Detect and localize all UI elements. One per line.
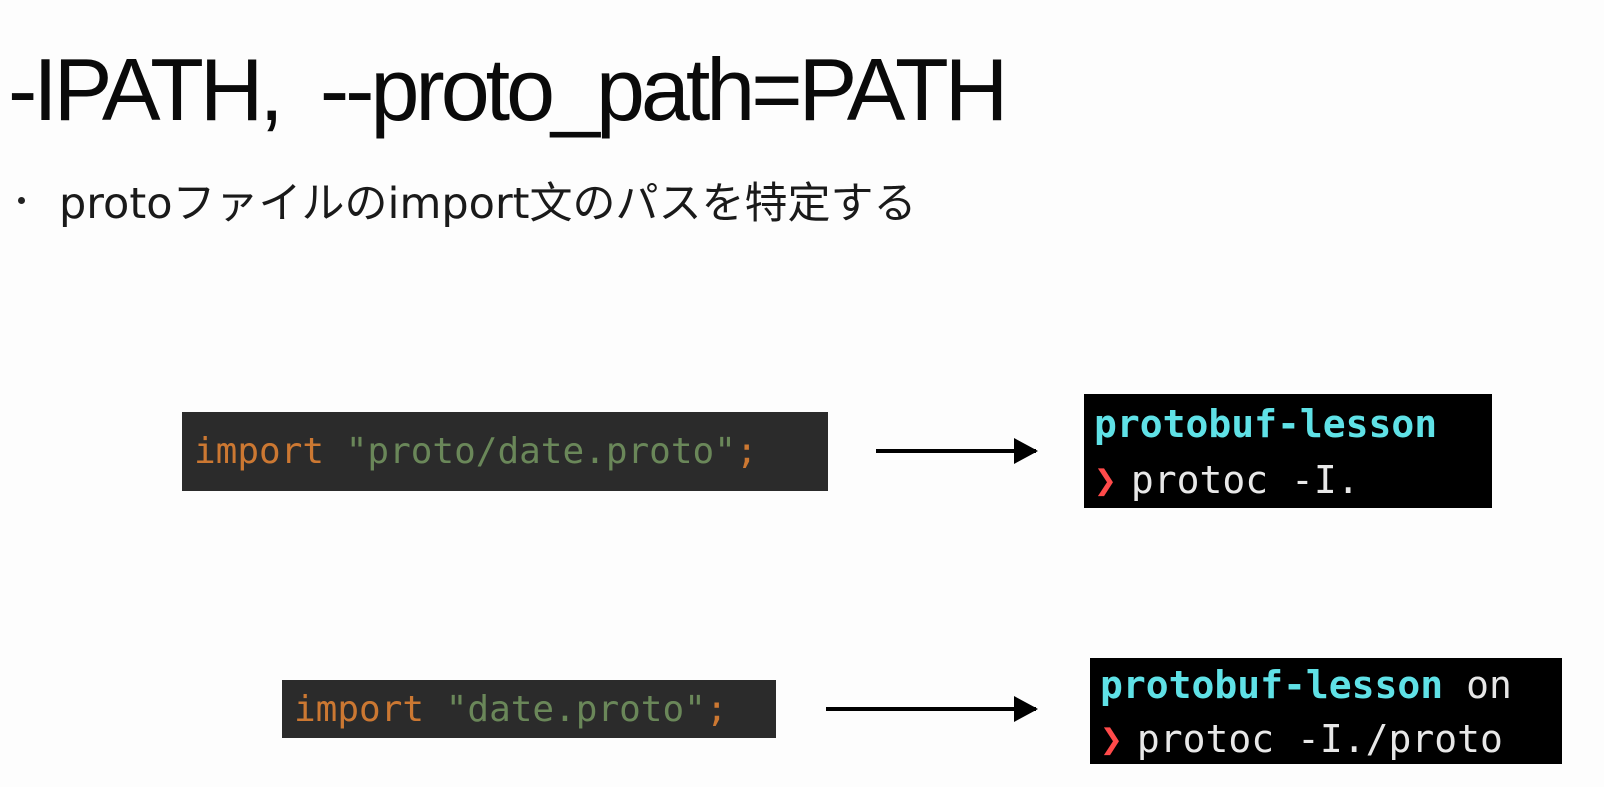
- bullet-dot-icon: [18, 196, 25, 204]
- slide-title: -IPATH, --proto_path=PATH: [8, 30, 1008, 150]
- terminal-directory: protobuf-lesson: [1094, 402, 1438, 446]
- terminal-directory-line: protobuf-lesson: [1094, 396, 1492, 452]
- code-snippet-proto-path: import "proto/date.proto";: [182, 412, 828, 491]
- terminal-directory-line: protobuf-lesson on: [1100, 658, 1562, 712]
- terminal-directory: protobuf-lesson: [1100, 663, 1444, 707]
- code-terminator: ;: [735, 431, 758, 472]
- terminal-directory-suffix: on: [1466, 663, 1512, 707]
- bullet-item: protoファイルのimport文のパスを特定する: [12, 170, 916, 230]
- title-long-flag: --proto_path=PATH: [319, 40, 1008, 139]
- code-keyword: import: [294, 688, 425, 730]
- code-string: "date.proto": [445, 688, 706, 730]
- terminal-command-line: ❯ protoc -I.: [1094, 452, 1492, 508]
- terminal-command: protoc -I./proto: [1136, 717, 1503, 761]
- prompt-chevron-icon: ❯: [1100, 717, 1123, 761]
- terminal-snippet-1: protobuf-lesson ❯ protoc -I.: [1084, 394, 1492, 508]
- code-snippet-date-proto: import "date.proto";: [282, 680, 776, 738]
- terminal-command-line: ❯ protoc -I./proto: [1100, 712, 1562, 764]
- code-keyword: import: [194, 431, 325, 472]
- prompt-chevron-icon: ❯: [1094, 458, 1117, 502]
- bullet-text: protoファイルのimport文のパスを特定する: [59, 179, 917, 229]
- right-arrow-icon: [826, 696, 1038, 722]
- terminal-snippet-2: protobuf-lesson on ❯ protoc -I./proto: [1090, 658, 1562, 764]
- code-string: "proto/date.proto": [345, 431, 736, 472]
- right-arrow-icon: [876, 438, 1038, 464]
- title-short-flag: -IPATH,: [8, 40, 284, 139]
- code-terminator: ;: [705, 688, 728, 730]
- terminal-command: protoc -I.: [1130, 458, 1360, 502]
